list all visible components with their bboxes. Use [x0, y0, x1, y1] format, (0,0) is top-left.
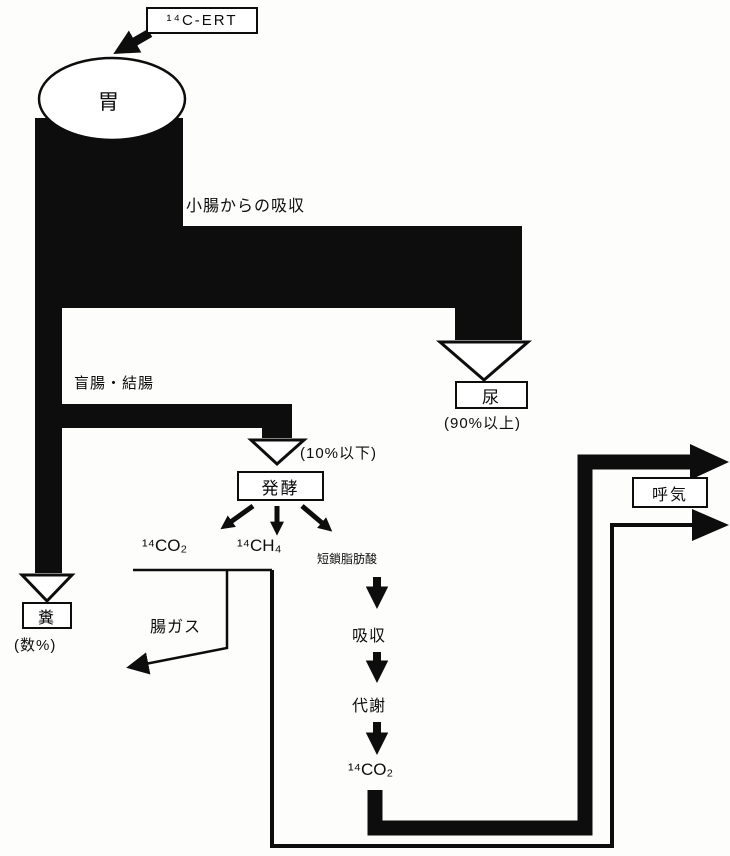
- absorption-label: 吸収: [352, 628, 387, 645]
- stomach-ellipse: [37, 56, 187, 142]
- breath-box: 呼気: [632, 477, 708, 508]
- flow-band-main: [35, 118, 522, 573]
- co2-metabolism-label: ¹⁴CO₂: [348, 760, 394, 779]
- breath-upper-arrowhead: [690, 444, 729, 480]
- intestinal-gas-arrow: [126, 571, 229, 675]
- intestinal-gas-label: 腸ガス: [150, 619, 202, 636]
- fermentation-to-co2-arrow: [220, 503, 255, 530]
- ten-percent-label: (10%以下): [300, 445, 378, 462]
- co2-fermentation-label: ¹⁴CO₂: [142, 536, 188, 555]
- feces-box: 糞: [22, 602, 72, 629]
- urine-hollow-arrow: [435, 340, 533, 382]
- co2-to-breath-path: [367, 454, 692, 836]
- fermentation-to-scfa-arrow: [300, 504, 333, 532]
- small-intestine-absorption-label: 小腸からの吸収: [186, 198, 306, 215]
- cert-to-stomach-arrow: [113, 29, 153, 55]
- stomach-label: 胃: [98, 91, 120, 114]
- urine-percent-label: (90%以上): [444, 415, 522, 432]
- cert-box: ¹⁴C-ERT: [146, 7, 258, 34]
- cecum-colon-label: 盲腸・結腸: [74, 375, 155, 392]
- ch4-label: ¹⁴CH₄: [237, 536, 282, 555]
- flow-band-cecum-to-fermentation: [55, 404, 292, 438]
- feces-percent-label: (数%): [14, 637, 57, 654]
- scfa-label: 短鎖脂肪酸: [317, 552, 378, 566]
- ch4-to-breath-path: [270, 523, 694, 848]
- urine-box: 尿: [455, 381, 528, 409]
- metabolism-label: 代謝: [352, 698, 387, 715]
- fermentation-box: 発酵: [237, 471, 324, 501]
- feces-hollow-arrow: [18, 573, 76, 604]
- ten-percent-hollow-arrow: [247, 438, 308, 467]
- breath-lower-arrowhead: [692, 509, 729, 541]
